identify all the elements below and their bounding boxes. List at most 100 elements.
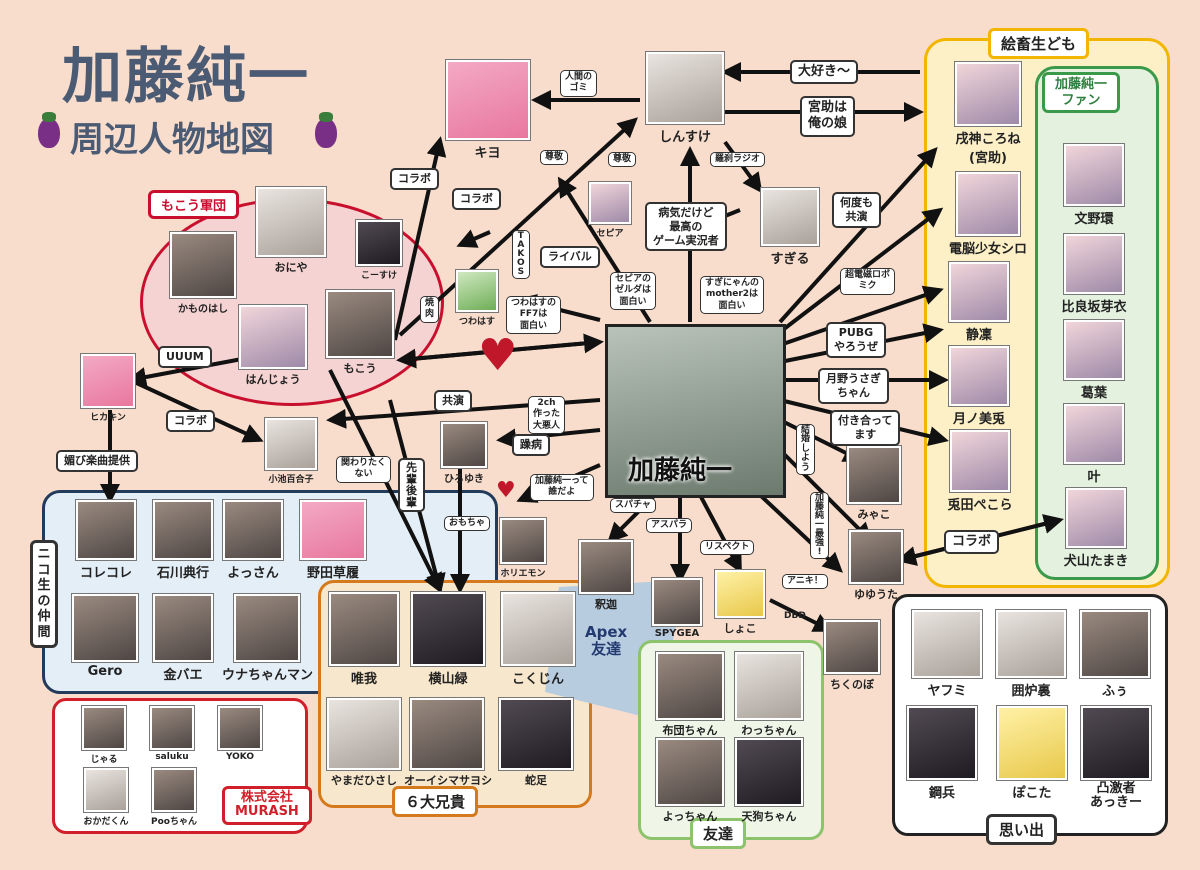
person-yamada[interactable]: やまだひさし — [326, 698, 402, 788]
edge-label: 媚び楽曲提供 — [56, 450, 138, 472]
person-kuzuha[interactable]: 葛葉 — [1062, 320, 1126, 401]
person-fumino[interactable]: 文野環 — [1058, 144, 1130, 227]
center-person-photo[interactable] — [605, 324, 786, 498]
person-hikakin[interactable]: ヒカキン — [80, 354, 136, 423]
edge-label: コラボ — [944, 530, 1000, 555]
edge-label: UUUM — [158, 346, 212, 368]
person-horiemon[interactable]: ホリエモン — [494, 518, 552, 579]
person-hiroyuki[interactable]: ひろゆき — [440, 422, 488, 485]
person-kokujin[interactable]: こくじん — [500, 592, 576, 687]
person-kanae[interactable]: 叶 — [1062, 404, 1126, 485]
person-name: みゃこ — [857, 508, 891, 521]
person-sugiru[interactable]: すぎる — [760, 188, 820, 267]
person-hirasaka[interactable]: 比良坂芽衣 — [1052, 234, 1136, 315]
person-koike[interactable]: 小池百合子 — [260, 418, 322, 485]
edge-label: 焼 肉 — [420, 296, 440, 323]
person-korone[interactable]: 戌神ころね (宮助) — [942, 62, 1034, 166]
person-yossan[interactable]: よっさん — [222, 500, 284, 581]
person-wacchan[interactable]: わっちゃん — [734, 652, 804, 738]
person-tsuwahasu[interactable]: つわはす — [455, 270, 499, 327]
person-dasoku[interactable]: 蛇足 — [498, 698, 574, 788]
person-chikunobo[interactable]: ちくのぼ — [822, 620, 882, 692]
person-jiru[interactable]: じゃる — [82, 706, 126, 765]
person-gero[interactable]: Gero — [72, 594, 138, 679]
person-pekora[interactable]: 兎田ぺこら — [944, 430, 1016, 513]
person-yuuta[interactable]: ゆゆうた — [848, 530, 904, 602]
page-title: 加藤純一 — [62, 42, 310, 112]
person-saluku[interactable]: saluku — [150, 706, 194, 762]
person-irori[interactable]: 囲炉裏 — [996, 610, 1066, 699]
person-name: 凸激者 あっきー — [1089, 781, 1142, 811]
murash-group-label: 株式会社 MURASH — [222, 786, 312, 825]
person-photo — [735, 738, 803, 806]
person-photo — [912, 610, 982, 678]
person-photo — [152, 768, 196, 812]
person-photo — [326, 290, 394, 358]
person-photo — [501, 592, 575, 666]
person-shinsuke[interactable]: しんすけ — [645, 52, 725, 145]
person-rin[interactable]: 静凜 — [948, 262, 1010, 343]
person-name: 横山緑 — [428, 672, 468, 687]
person-spygea[interactable]: SPYGEA — [650, 578, 704, 639]
person-name: じゃる — [90, 755, 118, 765]
person-shoko[interactable]: しょこ — [714, 570, 766, 636]
person-yoko[interactable]: YOKO — [218, 706, 262, 762]
person-photo — [735, 652, 803, 720]
edge-label: 大好き～ — [790, 60, 859, 85]
person-yokoyama[interactable]: 横山緑 — [410, 592, 486, 687]
person-yuiga[interactable]: 唯我 — [328, 592, 400, 687]
person-tamaki[interactable]: 犬山たまき — [1056, 488, 1136, 569]
person-oishima[interactable]: オーイシマサヨシ — [404, 698, 492, 788]
edge-label: リスペクト — [700, 540, 755, 556]
person-name: しょこ — [723, 622, 757, 635]
edge-label: すぎにゃんの mother2は 面白い — [700, 276, 765, 314]
nico-group-label: ニコ生の仲間 — [30, 540, 58, 648]
person-oniya[interactable]: おにや — [255, 187, 327, 275]
person-photo — [239, 305, 307, 369]
person-futon[interactable]: 布団ちゃん — [652, 652, 728, 738]
person-name: もこう — [343, 362, 377, 375]
edge-label: 人間の ゴミ — [560, 70, 598, 97]
person-siro[interactable]: 電脳少女シロ — [940, 172, 1036, 257]
person-kinbae[interactable]: 金バエ — [152, 594, 214, 683]
edge-label: アニキ！ — [782, 574, 828, 590]
person-kosuke[interactable]: こーすけ — [355, 220, 403, 281]
person-korekore[interactable]: コレコレ — [75, 500, 137, 581]
person-noda[interactable]: 野田草履 — [298, 500, 368, 581]
person-douhei[interactable]: 鋼兵 — [906, 706, 978, 801]
fan-group-label: 加藤純一 ファン — [1042, 72, 1121, 114]
omoide-group-label: 思い出 — [986, 814, 1058, 845]
edge-label: 関わりたく ない — [336, 456, 392, 483]
person-yocchan[interactable]: よっちゃん — [652, 738, 728, 824]
person-photo — [589, 182, 631, 224]
person-hanjou[interactable]: はんじょう — [238, 305, 308, 387]
person-name: 文野環 — [1074, 212, 1114, 227]
person-name: ぽこた — [1012, 786, 1052, 801]
person-tengu[interactable]: 天狗ちゃん — [734, 738, 804, 824]
person-seppia[interactable]: セピア — [588, 182, 632, 239]
person-kiyo[interactable]: キヨ — [445, 60, 530, 161]
person-pokota[interactable]: ぽこた — [996, 706, 1068, 801]
person-photo — [411, 592, 485, 666]
person-poo[interactable]: Pooちゃん — [150, 768, 198, 827]
edge-label: スパチャ — [610, 498, 656, 514]
edge-label: 加 藤 純 一 最 強 ! — [810, 492, 830, 559]
person-photo — [76, 500, 136, 560]
person-unachan[interactable]: ウナちゃんマン — [222, 594, 313, 683]
person-shaka[interactable]: 釈迦 — [578, 540, 634, 612]
edge-label: 先 輩 後 輩 — [398, 458, 425, 513]
person-name: ひろゆき — [444, 474, 484, 485]
person-miyako[interactable]: みゃこ — [846, 446, 902, 522]
person-kamonohashi[interactable]: かものはし — [168, 232, 238, 315]
mokou-group-label: もこう軍団 — [148, 190, 240, 219]
person-yafumi[interactable]: ヤフミ — [912, 610, 982, 699]
person-fuu[interactable]: ふぅ — [1080, 610, 1150, 699]
person-photo — [441, 422, 487, 468]
person-mokou[interactable]: もこう — [325, 290, 395, 376]
person-okada[interactable]: おかだくん — [82, 768, 130, 827]
person-ishikawa[interactable]: 石川典行 — [152, 500, 214, 581]
person-name: ヒカキン — [90, 413, 126, 423]
person-akki[interactable]: 凸激者 あっきー — [1080, 706, 1152, 811]
person-mito[interactable]: 月ノ美兎 — [948, 346, 1010, 427]
person-name: やまだひさし — [331, 774, 397, 787]
